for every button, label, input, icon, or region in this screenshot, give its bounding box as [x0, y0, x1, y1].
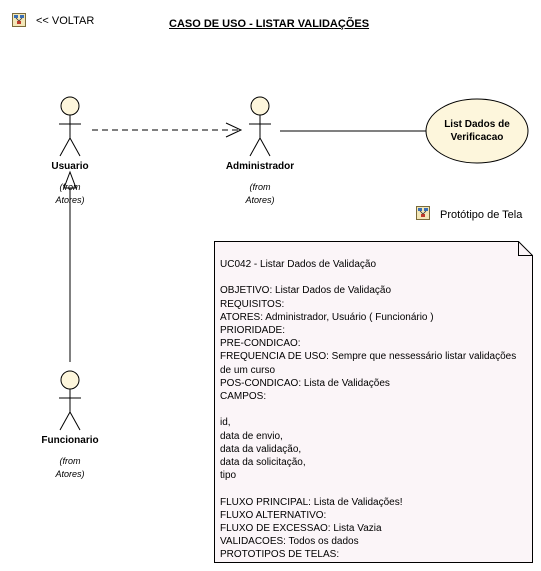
- actor-head: [250, 96, 270, 116]
- actor-funcionario-name: Funcionario: [41, 435, 99, 446]
- note-line: [220, 403, 516, 416]
- diagram-title: CASO DE USO - LISTAR VALIDAÇÕES: [169, 18, 370, 30]
- note-line: data da validação,: [220, 443, 302, 455]
- use-case-label: List Dados de Verificacao: [430, 118, 524, 144]
- note-line: PRE-CONDICAO:: [220, 338, 301, 350]
- actor-usuario[interactable]: [55, 96, 85, 160]
- actor-administrador-from-line2: Atores): [245, 195, 275, 205]
- note-fold: [518, 241, 533, 256]
- note-line: OBJETIVO: Listar Dados de Validação: [220, 285, 392, 297]
- note-line: id,: [220, 417, 231, 429]
- use-case-label-line1: List Dados de: [444, 119, 510, 130]
- note-line: FLUXO DE EXCESSAO: Lista Vazia: [220, 523, 382, 535]
- dependency-arrowhead: [225, 122, 243, 138]
- note-line: CAMPOS:: [220, 391, 267, 403]
- note-line: de um curso: [220, 364, 276, 376]
- note-line: tipo: [220, 470, 237, 482]
- actor-funcionario-from-line1: (from: [59, 456, 81, 466]
- actor-head: [60, 370, 80, 390]
- actor-usuario-name: Usuario: [51, 161, 89, 172]
- use-case-label-line2: Verificacao: [450, 132, 504, 143]
- actor-usuario-from-line2: Atores): [55, 195, 85, 205]
- note-line: VALIDACOES: Todos os dados: [220, 536, 359, 548]
- note-line: [220, 271, 516, 284]
- generalization-arrowhead: [63, 170, 77, 189]
- actor-funcionario[interactable]: [55, 370, 85, 434]
- note-line: FLUXO ALTERNATIVO:: [220, 509, 327, 521]
- actor-usuario-from-line1: (from: [59, 182, 81, 192]
- actor-funcionario-from-line2: Atores): [55, 469, 85, 479]
- note-line: UC042 - Listar Dados de Validação: [220, 259, 377, 270]
- actor-head: [60, 96, 80, 116]
- actor-administrador[interactable]: [245, 96, 275, 160]
- actor-administrador-name: Administrador: [225, 161, 295, 172]
- diagram-link-icon[interactable]: [12, 13, 26, 27]
- actor-administrador-from-line1: (from: [249, 182, 271, 192]
- back-link[interactable]: << VOLTAR: [36, 15, 95, 27]
- note-line: REQUISITOS:: [220, 298, 285, 310]
- note-line: [220, 482, 516, 495]
- prototype-link[interactable]: Protótipo de Tela: [440, 209, 523, 221]
- diagram-link-icon[interactable]: [416, 206, 430, 220]
- note-line: ATORES: Administrador, Usuário ( Funcion…: [220, 311, 434, 323]
- note-line: POS-CONDICAO: Lista de Validações: [220, 377, 390, 389]
- note-line: PROTOTIPOS DE TELAS:: [220, 549, 340, 561]
- use-case-ellipse[interactable]: [425, 98, 529, 164]
- note-line: FLUXO PRINCIPAL: Lista de Validações!: [220, 496, 403, 508]
- note-line: data da solicitação,: [220, 457, 306, 469]
- note-line: PRIORIDADE:: [220, 325, 286, 336]
- note-shape: [214, 241, 533, 563]
- note-line: FREQUENCIA DE USO: Sempre que nessessári…: [220, 351, 517, 363]
- note-line: data de envio,: [220, 430, 283, 442]
